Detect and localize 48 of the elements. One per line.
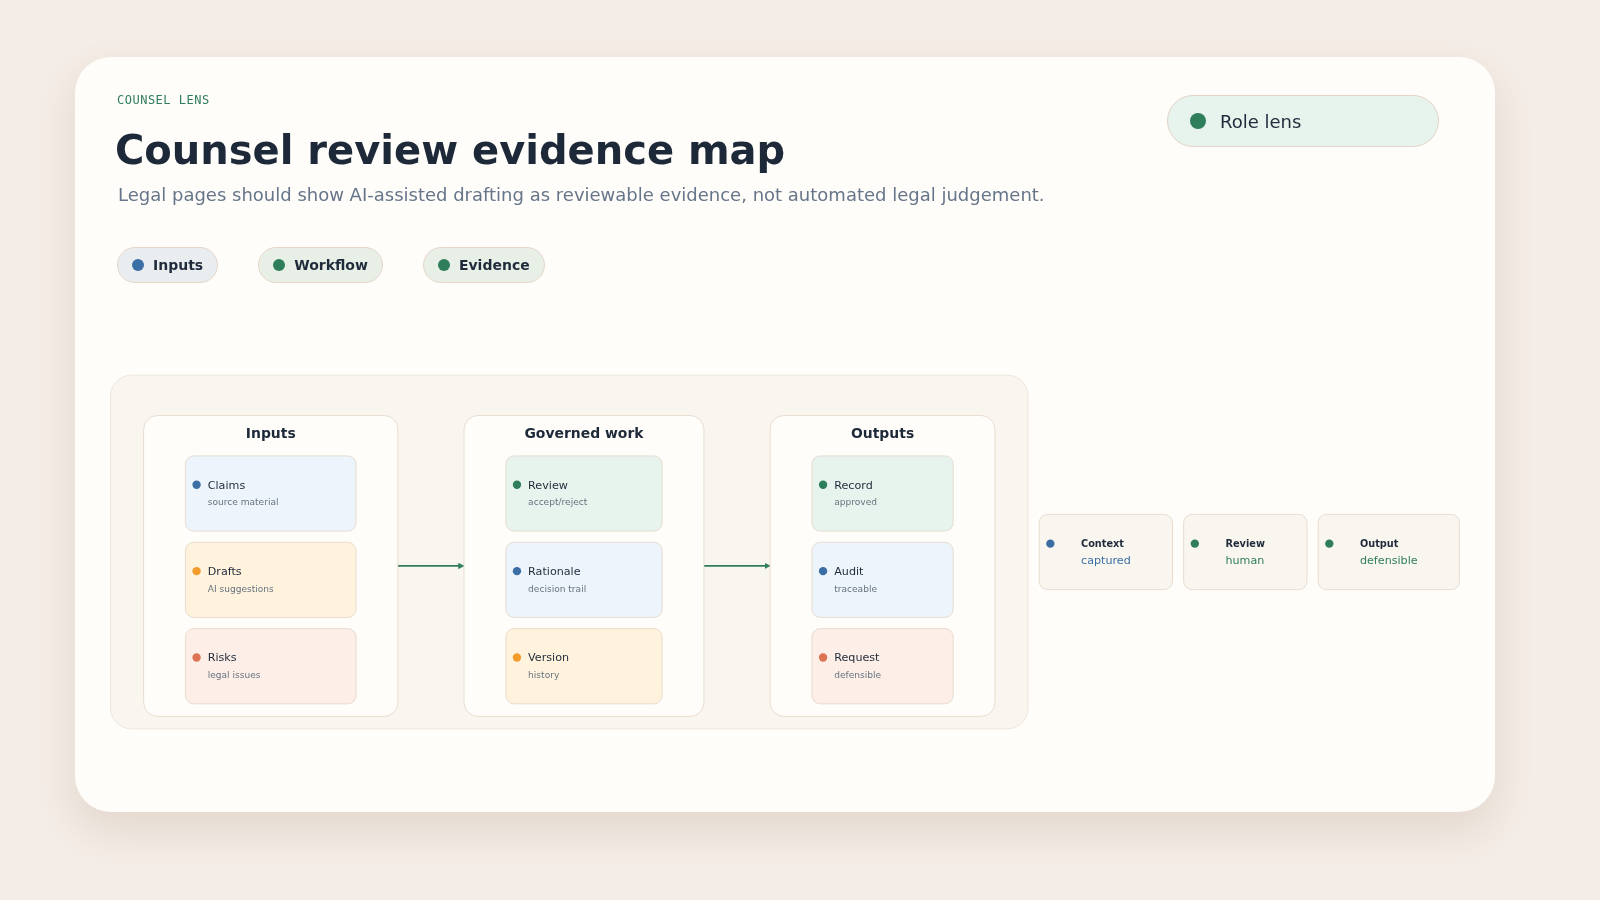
arrow [397,562,465,569]
stat-value: defensible [1359,553,1418,567]
evidence-row [811,455,954,532]
evidence-row [505,541,663,618]
evidence-row [185,628,357,705]
evidence-row [185,455,357,532]
legend-label: Inputs [153,257,204,273]
stat-value: captured [1081,553,1131,567]
stat-label: Output [1359,538,1399,550]
item-note: source material [207,497,279,508]
item-note: defensible [834,669,882,681]
evidence-row [811,628,954,705]
item-title: Request [834,650,880,665]
item-note: decision trail [528,583,587,594]
arrow [703,562,771,569]
item-note: legal issues [207,669,261,681]
item-title: Drafts [207,564,242,578]
eyebrow-text: COUNSEL LENS [117,93,210,107]
stat-card [1038,514,1173,590]
item-title: Version [528,650,570,665]
page-title: Counsel review evidence map [115,127,786,173]
subtitle-text: Legal pages should show AI-assisted drafting as reviewable evidence, not automated legal judgement. [118,184,1045,205]
stat-value: human [1225,553,1265,567]
item-title: Claims [207,478,246,492]
evidence-row [505,628,663,705]
evidence-row [811,541,954,618]
panel-title: Inputs [245,424,296,442]
item-note: accept/reject [528,497,588,508]
stat-card [1317,514,1460,590]
legend-label: Evidence [458,257,530,273]
item-note: approved [834,497,877,508]
stat-label: Context [1081,538,1125,550]
evidence-row [505,455,663,532]
legend-label: Workflow [294,257,368,273]
item-title: Record [834,478,873,492]
badge-label: Role lens [1220,110,1302,132]
item-note: traceable [834,583,877,594]
item-note: history [528,669,560,681]
evidence-row [185,541,357,618]
item-title: Risks [207,650,237,665]
panel-title: Outputs [850,424,915,442]
stat-card [1183,514,1308,590]
item-title: Audit [834,564,864,578]
item-note: AI suggestions [207,583,274,594]
panel-title: Governed work [524,424,644,442]
item-title: Review [528,478,568,492]
item-title: Rationale [528,564,581,578]
stat-label: Review [1225,538,1265,550]
